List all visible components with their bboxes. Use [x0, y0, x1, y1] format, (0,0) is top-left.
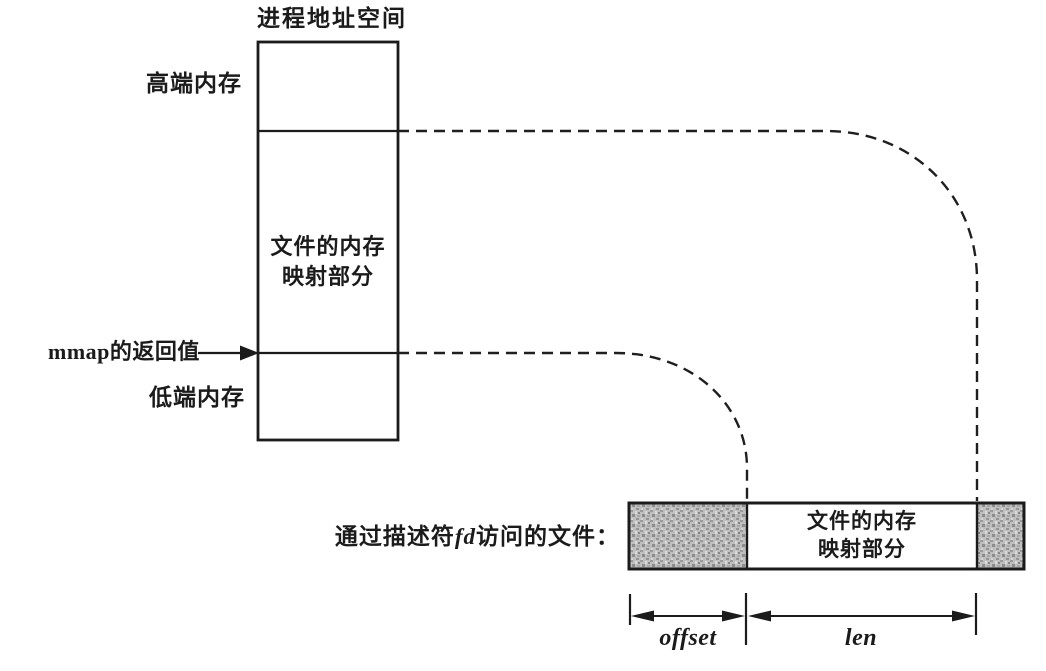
box-mapped-region-label: 文件的内存 映射部分	[270, 232, 385, 292]
len-label: len	[844, 625, 878, 651]
top-mapping-dashed-connector	[398, 129, 979, 501]
file-descriptor-caption: 通过描述符fd访问的文件：	[335, 525, 620, 548]
file-descriptor-caption-fd: fd	[454, 524, 476, 549]
bar-mapped-region-line2: 映射部分	[818, 537, 906, 561]
len-left-arrowhead	[748, 610, 771, 622]
len-dimension-arrow	[748, 610, 975, 622]
file-descriptor-caption-suffix: 访问的文件：	[476, 524, 620, 549]
box-mapped-region-line1: 文件的内存	[270, 234, 386, 259]
offset-right-arrowhead	[722, 610, 745, 622]
bar-mapped-region-label: 文件的内存 映射部分	[807, 507, 917, 563]
file-bar-outline	[627, 501, 1026, 571]
file-bar	[627, 501, 1026, 571]
bottom-mapping-dashed-connector	[398, 351, 749, 501]
low-memory-label: 低端内存	[149, 385, 245, 410]
file-bar-left-shaded-region	[630, 504, 747, 568]
offset-label: offset	[659, 625, 717, 651]
mmap-return-value-label: mmap的返回值	[48, 339, 200, 364]
len-right-arrowhead	[952, 610, 975, 622]
offset-dimension-arrow	[631, 610, 745, 622]
process-address-space-box	[256, 40, 400, 442]
box-mapped-region-line2: 映射部分	[281, 264, 375, 289]
file-bar-right-shaded-region	[978, 504, 1024, 568]
high-memory-label: 高端内存	[146, 71, 242, 96]
mmap-pointer-arrowhead	[240, 345, 259, 361]
mmap-pointer-arrow	[198, 345, 259, 361]
process-address-space-title: 进程地址空间	[257, 6, 407, 31]
bar-mapped-region-line1: 文件的内存	[807, 509, 917, 533]
file-descriptor-caption-prefix: 通过描述符	[334, 524, 455, 549]
offset-left-arrowhead	[631, 610, 654, 622]
